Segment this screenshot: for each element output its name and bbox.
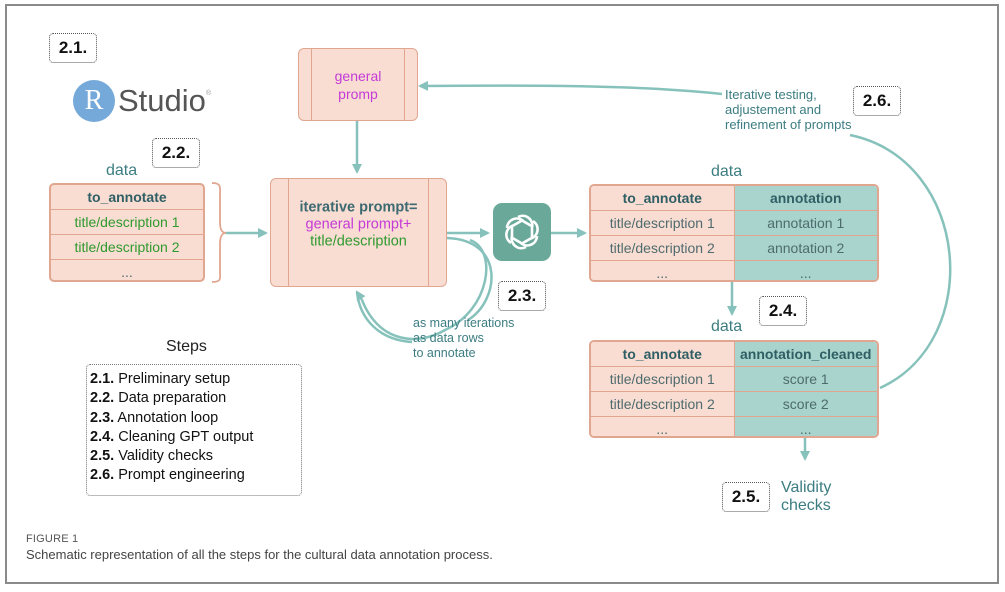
input-brace <box>211 182 227 283</box>
badge-2-4: 2.4. <box>759 296 807 326</box>
openai-logo-icon <box>493 203 551 261</box>
cleaned-table: to_annotate annotation_cleaned title/des… <box>589 340 879 438</box>
step-item: 2.2. Data preparation <box>90 390 227 407</box>
arrow-feedback-top <box>418 80 723 96</box>
annotated-data-label: data <box>711 163 743 180</box>
general-prompt-line1: general <box>334 67 382 84</box>
registered-mark: ® <box>205 90 212 97</box>
step-item: 2.6. Prompt engineering <box>90 467 245 484</box>
iterative-prompt-title: iterative prompt= <box>299 199 418 216</box>
annotated-table: to_annotate annotation title/description… <box>589 184 879 282</box>
annotated-cell: ... <box>734 260 877 280</box>
iterative-prompt-title-description: title/description <box>310 233 407 250</box>
input-table-row: title/description 2 <box>51 234 203 260</box>
steps-title: Steps <box>166 338 207 355</box>
badge-2-5: 2.5. <box>722 482 770 512</box>
cleaned-cell: title/description 2 <box>591 391 735 417</box>
input-table-row: ... <box>121 264 133 280</box>
cleaned-cell: ... <box>734 416 877 436</box>
feedback-annotation: Iterative testing, adjustement and refin… <box>725 87 852 132</box>
figure-caption: Schematic representation of all the step… <box>26 547 493 562</box>
rstudio-wordmark: Studio <box>118 83 206 118</box>
general-prompt-box: general promp <box>298 48 418 121</box>
steps-legend: 2.1. Preliminary setup 2.2. Data prepara… <box>86 364 302 496</box>
annotated-cell: title/description 1 <box>591 210 735 236</box>
rstudio-logo: R Studio ® <box>73 80 211 122</box>
loop-annotation: as many iterations as data rows to annot… <box>413 316 515 360</box>
figure-label: FIGURE 1 <box>26 533 79 545</box>
step-item: 2.4. Cleaning GPT output <box>90 428 254 445</box>
cleaned-header-annotation-cleaned: annotation_cleaned <box>734 342 877 367</box>
general-prompt-line2: promp <box>338 85 378 102</box>
annotated-cell: ... <box>591 260 735 280</box>
badge-2-3: 2.3. <box>498 281 546 311</box>
annotated-cell: annotation 1 <box>734 210 877 236</box>
input-data-label: data <box>106 162 138 179</box>
iterative-prompt-box: iterative prompt= general prompt+ title/… <box>270 178 447 287</box>
annotated-cell: annotation 2 <box>734 235 877 261</box>
input-table-header: to_annotate <box>51 185 203 210</box>
step-item: 2.3. Annotation loop <box>90 409 219 426</box>
validity-checks-label: Validity checks <box>781 479 832 514</box>
iterative-prompt-general: general prompt <box>305 216 404 233</box>
rstudio-r-icon: R <box>73 80 115 122</box>
badge-2-6: 2.6. <box>853 86 901 116</box>
cleaned-cell: score 1 <box>734 366 877 392</box>
cleaned-cell: ... <box>591 416 735 436</box>
badge-2-2: 2.2. <box>152 138 200 168</box>
cleaned-header-to-annotate: to_annotate <box>591 342 735 367</box>
annotated-header-annotation: annotation <box>734 186 877 211</box>
cleaned-data-label: data <box>711 318 743 335</box>
badge-2-1: 2.1. <box>49 33 97 63</box>
cleaned-cell: score 2 <box>734 391 877 417</box>
cleaned-cell: title/description 1 <box>591 366 735 392</box>
arrow-feedback-curve <box>849 133 952 390</box>
annotated-header-to-annotate: to_annotate <box>591 186 735 211</box>
input-table: to_annotate title/description 1 title/de… <box>49 183 205 282</box>
step-item: 2.5. Validity checks <box>90 448 214 465</box>
step-item: 2.1. Preliminary setup <box>90 371 231 387</box>
input-table-row: title/description 1 <box>51 209 203 235</box>
annotated-cell: title/description 2 <box>591 235 735 261</box>
